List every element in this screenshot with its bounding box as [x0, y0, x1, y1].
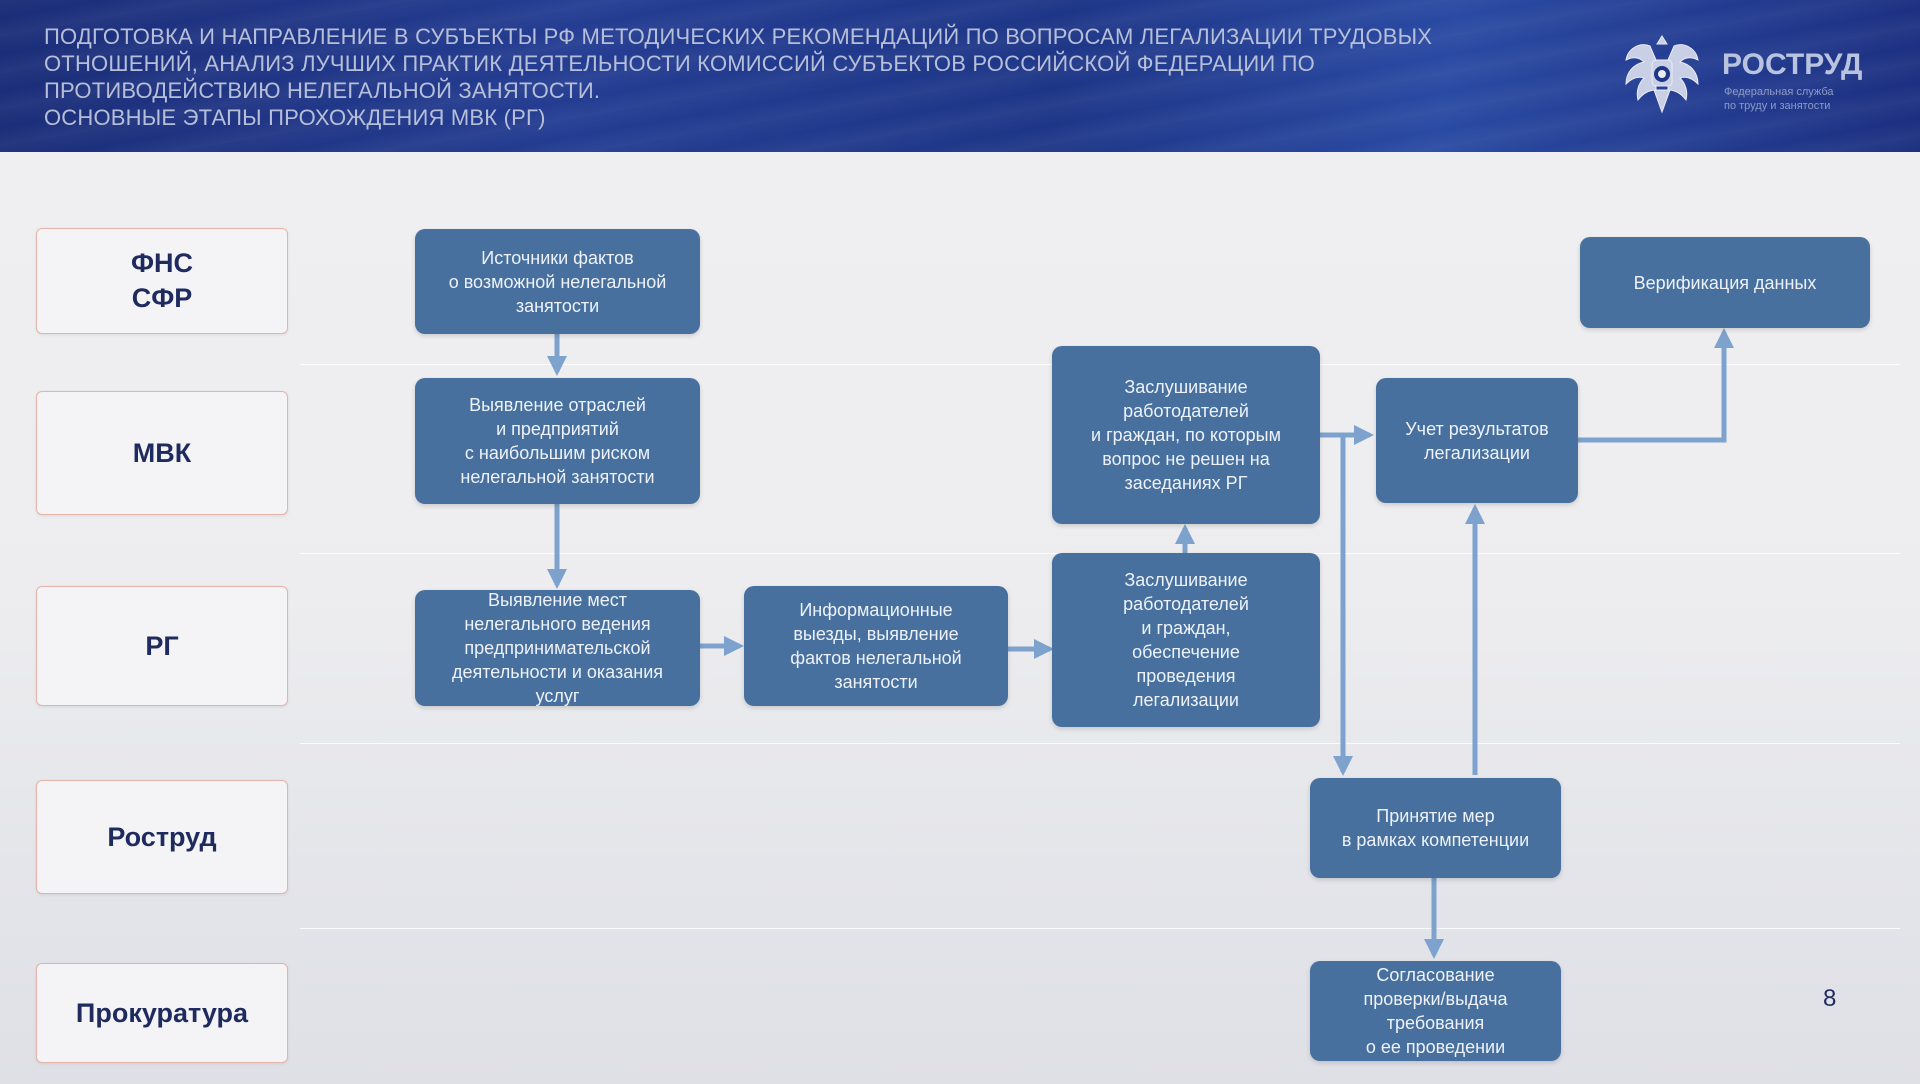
- box-data-verification: Верификация данных: [1580, 237, 1870, 328]
- logo-name: РОСТРУД: [1722, 48, 1863, 81]
- logo-subtitle-2: по труду и занятости: [1724, 100, 1831, 112]
- lane-label: Роструд: [107, 821, 217, 852]
- lane-prosecutor: Прокуратура: [36, 963, 288, 1063]
- box-hearing-legalization: Заслушивание работодателей и граждан, об…: [1052, 553, 1320, 727]
- box-text: Верификация данных: [1633, 272, 1817, 293]
- box-text: работодателей: [1123, 594, 1249, 614]
- box-text: нелегальной занятости: [460, 467, 655, 487]
- box-text: Согласование: [1376, 965, 1495, 985]
- box-text: в рамках компетенции: [1341, 830, 1530, 850]
- box-measures: Принятие мер в рамках компетенции: [1310, 778, 1561, 878]
- lane-label: ФНС: [130, 248, 194, 278]
- lane-label: РГ: [145, 630, 179, 661]
- box-results-accounting: Учет результатов легализации: [1376, 378, 1578, 503]
- lane-rg: РГ: [36, 586, 288, 706]
- title-line-2: ОТНОШЕНИЙ, АНАЛИЗ ЛУЧШИХ ПРАКТИК ДЕЯТЕЛЬ…: [44, 51, 1315, 76]
- box-text: Источники фактов: [481, 247, 634, 268]
- arrow-results-to-verification: [1578, 328, 1734, 443]
- lane-label: СФР: [131, 283, 193, 313]
- box-text: Заслушивание: [1124, 570, 1248, 590]
- lane-fns-sfr: ФНС СФР: [36, 228, 288, 334]
- box-text: о возможной нелегальной: [448, 271, 667, 292]
- box-text: Выявление мест: [488, 590, 627, 610]
- box-text: Принятие мер: [1376, 806, 1495, 826]
- box-identify-places: Выявление мест нелегального ведения пред…: [415, 590, 700, 706]
- page-number: 8: [1823, 985, 1837, 1012]
- row-divider: [300, 743, 1900, 744]
- lane-label: МВК: [132, 437, 192, 468]
- double-headed-eagle-emblem-icon: [1625, 35, 1699, 114]
- box-sources: Источники фактов о возможной нелегальной…: [415, 229, 700, 334]
- box-text: и предприятий: [496, 419, 619, 439]
- box-text: и граждан, по которым: [1091, 425, 1281, 445]
- box-text: работодателей: [1123, 401, 1249, 421]
- box-text: проведения: [1136, 666, 1236, 686]
- box-text: занятости: [834, 672, 918, 692]
- box-text: заседаниях РГ: [1124, 473, 1248, 493]
- box-text: обеспечение: [1132, 642, 1240, 662]
- box-info-visits: Информационные выезды, выявление фактов …: [744, 586, 1008, 706]
- box-text: Информационные: [799, 600, 953, 620]
- box-text: нелегального ведения: [464, 614, 651, 634]
- header-banner: ПОДГОТОВКА И НАПРАВЛЕНИЕ В СУБЪЕКТЫ РФ М…: [0, 0, 1920, 152]
- box-text: фактов нелегальной: [790, 648, 962, 668]
- box-text: Заслушивание: [1124, 377, 1248, 397]
- box-text: легализации: [1133, 690, 1239, 710]
- box-text: требования: [1386, 1013, 1485, 1033]
- box-text: с наибольшим риском: [464, 443, 651, 463]
- box-text: вопрос не решен на: [1102, 449, 1270, 469]
- logo-subtitle-1: Федеральная служба: [1724, 86, 1834, 98]
- lane-rostrud: Роструд: [36, 780, 288, 894]
- box-text: Учет результатов: [1405, 418, 1549, 439]
- title-line-3: ПРОТИВОДЕЙСТВИЮ НЕЛЕГАЛЬНОЙ ЗАНЯТОСТИ.: [44, 78, 601, 103]
- box-identify-sectors: Выявление отраслей и предприятий с наибо…: [415, 378, 700, 504]
- box-text: и граждан,: [1141, 618, 1231, 638]
- box-text: проверки/выдача: [1363, 989, 1508, 1009]
- row-divider: [300, 928, 1900, 929]
- title-line-4: ОСНОВНЫЕ ЭТАПЫ ПРОХОЖДЕНИЯ МВК (РГ): [44, 105, 546, 130]
- box-text: деятельности и оказания: [452, 662, 663, 682]
- lane-mvk: МВК: [36, 391, 288, 515]
- box-hearing-unresolved: Заслушивание работодателей и граждан, по…: [1052, 346, 1320, 524]
- box-text: услуг: [535, 686, 580, 706]
- box-text: предпринимательской: [464, 638, 651, 658]
- title-line-1: ПОДГОТОВКА И НАПРАВЛЕНИЕ В СУБЪЕКТЫ РФ М…: [44, 24, 1433, 49]
- box-text: выезды, выявление: [793, 624, 959, 644]
- lane-label: Прокуратура: [75, 997, 249, 1028]
- box-text: о ее проведении: [1365, 1037, 1506, 1057]
- box-text: занятости: [515, 295, 600, 316]
- box-inspection-approval: Согласование проверки/выдача требования …: [1310, 961, 1561, 1061]
- box-text: Выявление отраслей: [469, 395, 646, 415]
- box-text: легализации: [1424, 442, 1530, 463]
